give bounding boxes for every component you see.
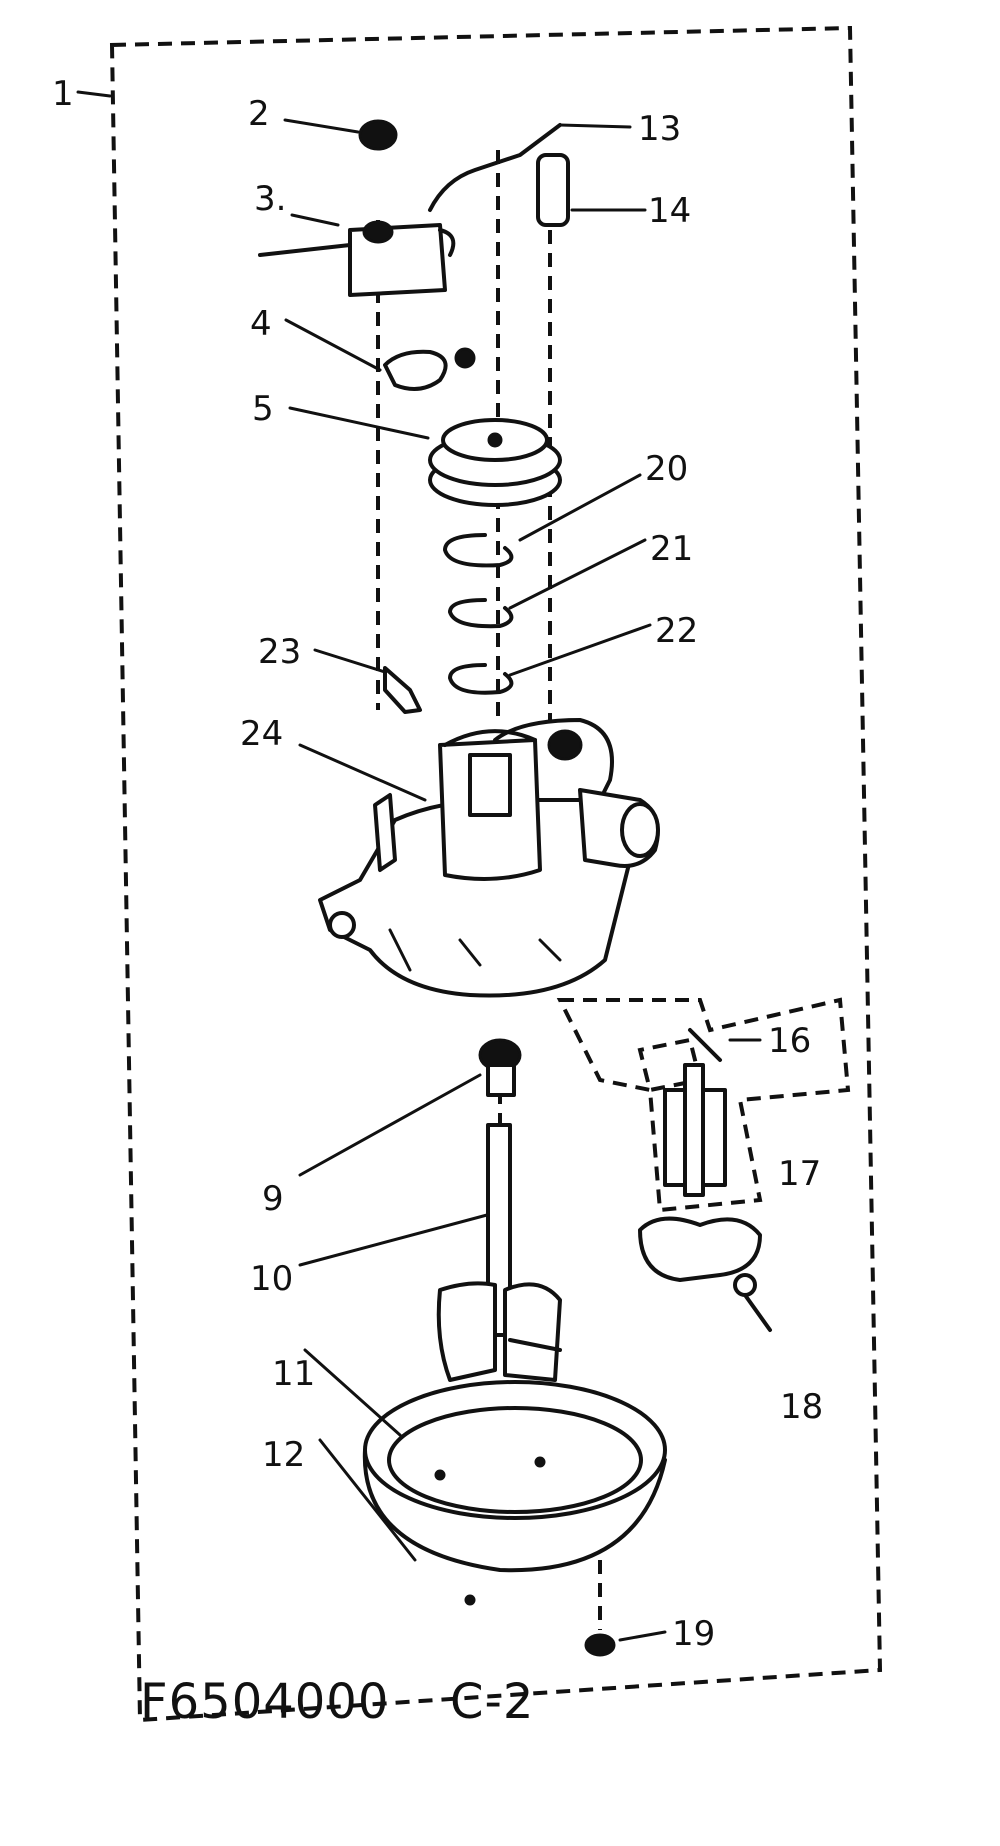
callout-5: 5 [252,389,274,429]
part-22-ring [448,663,514,695]
part-9-cap [478,1038,522,1097]
callout-9: 9 [262,1179,284,1219]
assembly-boundary [109,25,883,1723]
part-4-clip [383,347,476,391]
part-5-pulley [428,418,562,507]
subassembly-boundary [556,997,851,1213]
callout-13: 13 [638,109,681,149]
part-12-seal-ring [362,1448,667,1606]
part-19-screw [584,1633,616,1657]
figure-suffix: C-2 [450,1674,534,1730]
callout-10: 10 [250,1259,293,1299]
part-3-bracket [258,220,456,297]
part-2-nut [358,119,398,151]
part-21-ring [448,598,514,629]
callout-19: 19 [672,1614,715,1654]
leader-lines [76,90,762,1642]
part-23-key [383,666,422,714]
part-16-17-18-valve-assembly [638,1028,772,1332]
callout-2: 2 [248,94,270,134]
callout-3: 3. [254,179,286,219]
callout-4: 4 [250,304,272,344]
callout-20: 20 [645,449,688,489]
callout-23: 23 [258,632,301,672]
part-13-spring-wire [428,123,562,212]
callout-11: 11 [272,1354,315,1394]
callout-21: 21 [650,529,693,569]
part-24-pump-housing [318,718,660,998]
callout-22: 22 [655,611,698,651]
callout-16: 16 [768,1021,811,1061]
callout-14: 14 [648,191,691,231]
callout-1: 1 [52,74,74,114]
figure-code: F6504000 [140,1674,389,1730]
part-11-ring-housing [363,1380,667,1520]
callout-17: 17 [778,1154,821,1194]
callout-18: 18 [780,1387,823,1427]
callout-24: 24 [240,714,283,754]
part-20-ring [443,533,514,568]
part-14-plug [536,153,570,227]
callout-12: 12 [262,1435,305,1475]
part-10-shaft [436,1123,562,1382]
